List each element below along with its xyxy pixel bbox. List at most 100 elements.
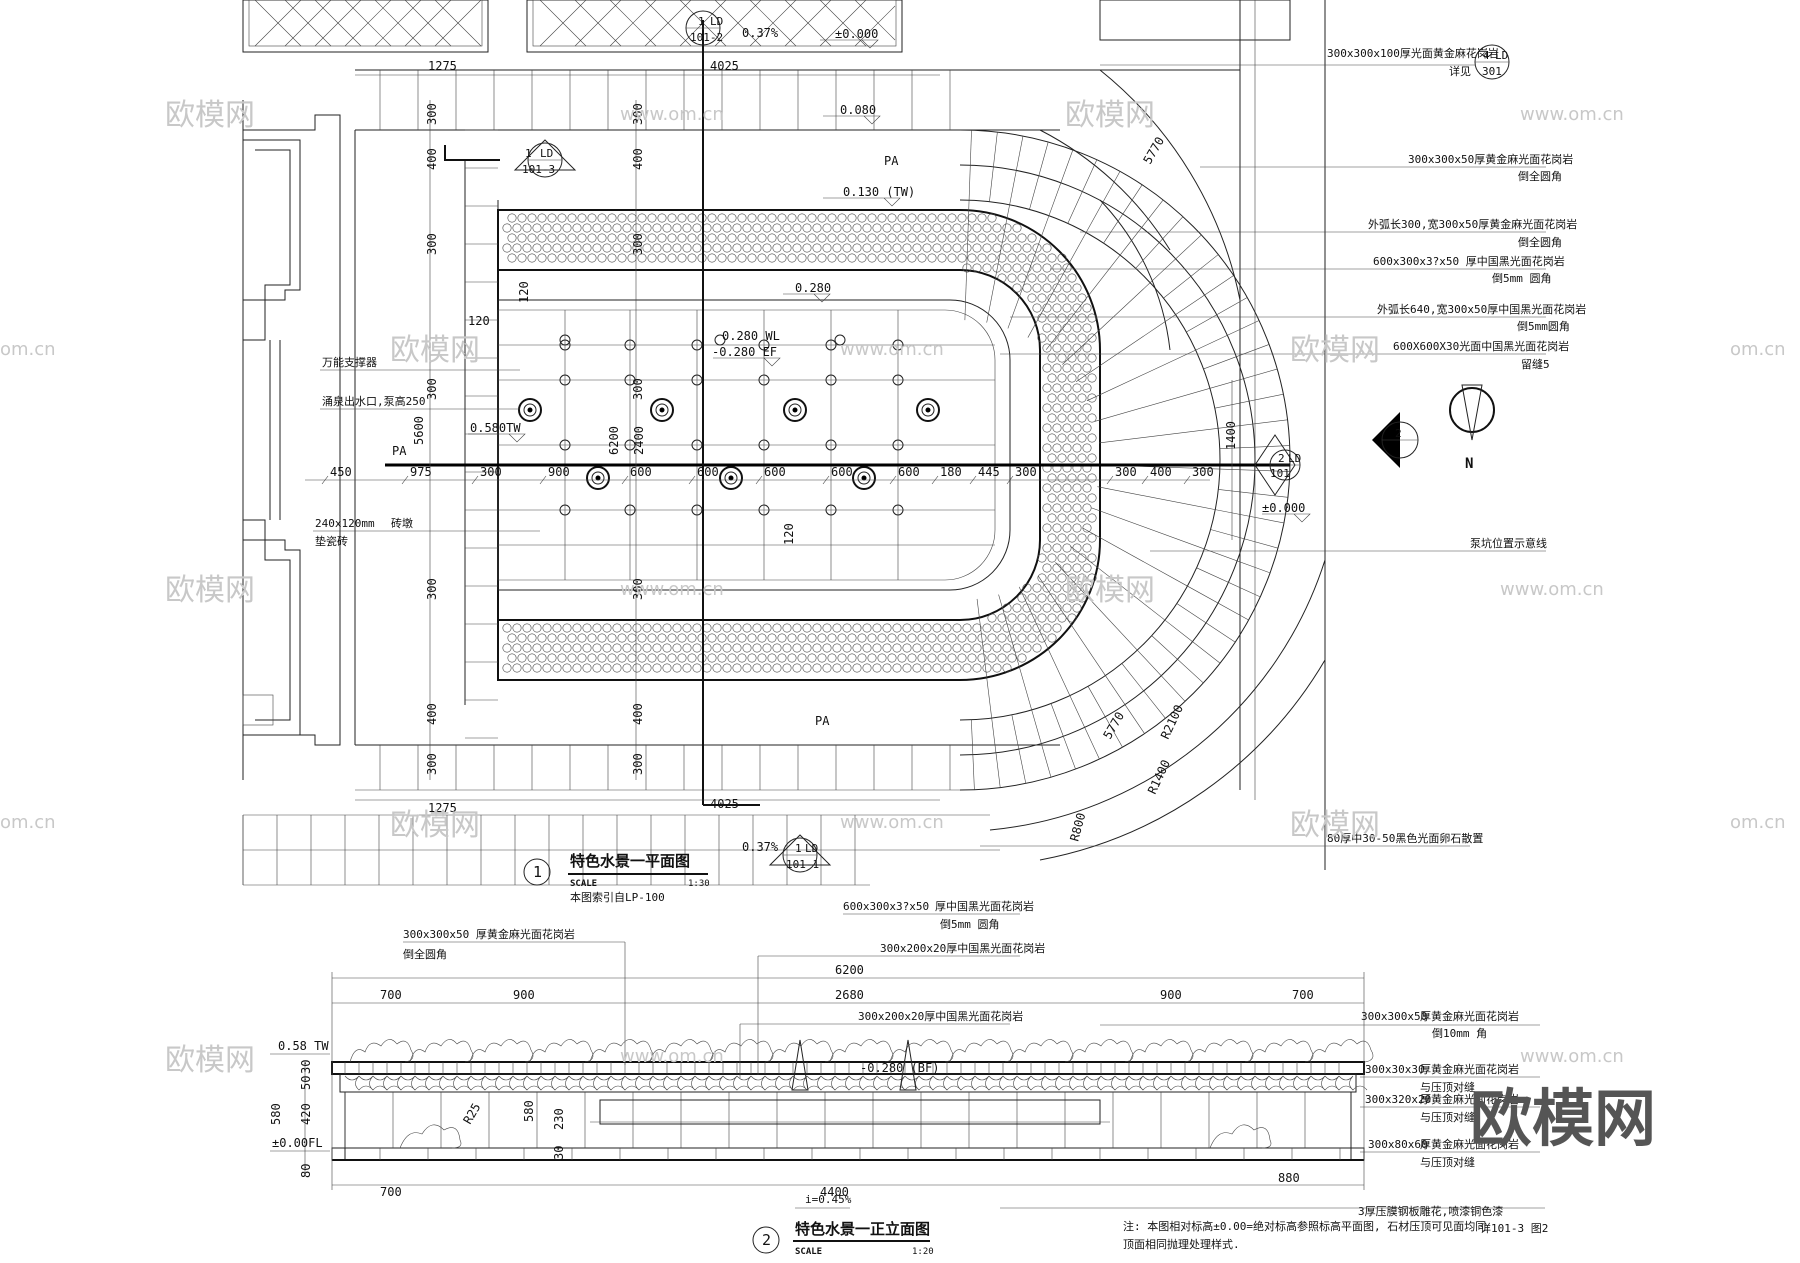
pebble — [912, 663, 922, 673]
pebble — [1052, 543, 1062, 553]
svg-text:300x300x50 厚黄金麻光面花岗岩: 300x300x50 厚黄金麻光面花岗岩 — [403, 927, 575, 941]
dim-tick — [969, 475, 977, 485]
level-tw-580: 0.580TW — [470, 421, 521, 435]
pebble — [1022, 283, 1032, 293]
ornament — [344, 1075, 374, 1091]
pebble — [517, 253, 527, 263]
paving-joint — [964, 200, 970, 321]
pebble — [652, 623, 662, 633]
pebble — [1042, 583, 1052, 593]
pebble — [607, 213, 617, 223]
dim-vertical-overall: 5600 — [412, 416, 426, 445]
pebble — [972, 643, 982, 653]
level-pool-280: 0.280 — [795, 281, 831, 295]
pebble — [912, 223, 922, 233]
paving-joint — [1082, 527, 1188, 587]
support-circle — [559, 339, 571, 351]
pebble — [1032, 643, 1042, 653]
svg-text:5770: 5770 — [1140, 134, 1167, 166]
pebble — [872, 623, 882, 633]
paving-joint — [1218, 489, 1288, 498]
svg-text:倒5mm 圆角: 倒5mm 圆角 — [1492, 272, 1552, 285]
paving-joint — [1038, 575, 1106, 676]
pebble — [1042, 243, 1052, 253]
pebble — [1057, 293, 1067, 303]
pebble — [1057, 433, 1067, 443]
pebble — [502, 643, 512, 653]
pebble — [1077, 533, 1087, 543]
pebble — [552, 643, 562, 653]
level-top-zero: ±0.000 — [835, 27, 878, 41]
paving-joint — [1196, 567, 1261, 598]
svg-text:注: 本图相对标高±0.00=绝对标高参照标高平面图, 石材: 注: 本图相对标高±0.00=绝对标高参照标高平面图, 石材压顶可见面均同 — [1123, 1219, 1486, 1233]
pebble — [652, 663, 662, 673]
fountain-jets — [518, 398, 940, 490]
ornament — [792, 1075, 822, 1091]
pebble — [667, 633, 677, 643]
pebble — [867, 213, 877, 223]
svg-text:1: 1 — [533, 863, 542, 881]
pebble — [832, 643, 842, 653]
pebble — [692, 663, 702, 673]
plant-icon — [769, 1039, 834, 1063]
svg-text:LD: LD — [1495, 49, 1508, 62]
pebble — [1032, 603, 1042, 613]
pebble — [1017, 253, 1027, 263]
pebble — [702, 243, 712, 253]
pebble — [792, 623, 802, 633]
pebble — [627, 633, 637, 643]
pebble — [792, 643, 802, 653]
pebble — [1012, 243, 1022, 253]
pebble — [617, 253, 627, 263]
pebble — [1087, 373, 1097, 383]
pebble — [702, 223, 712, 233]
fountain-jet-core — [861, 475, 867, 481]
elev-dim-overall: 6200 — [835, 963, 864, 977]
shrub-icon — [1209, 1124, 1272, 1149]
ornament — [736, 1075, 766, 1091]
label-pa-top: PA — [884, 154, 899, 168]
pebble — [777, 253, 787, 263]
svg-text:倒全圆角: 倒全圆角 — [1518, 235, 1562, 249]
pebble — [1072, 483, 1082, 493]
paving-joint — [1175, 275, 1234, 315]
svg-text:1: 1 — [795, 842, 802, 855]
pebble — [1067, 453, 1077, 463]
pebble — [1057, 313, 1067, 323]
dim-horizontal: 600 — [898, 465, 920, 479]
svg-text:www.om.cn: www.om.cn — [620, 104, 724, 125]
pebble — [632, 223, 642, 233]
dim-tick — [822, 475, 830, 485]
plant-icon — [469, 1039, 534, 1063]
pebble — [742, 243, 752, 253]
pebble — [602, 663, 612, 673]
pebble — [692, 643, 702, 653]
shrub-icon — [399, 1124, 462, 1149]
paving-joint — [1176, 603, 1236, 643]
pebble — [822, 623, 832, 633]
pebble — [1087, 353, 1097, 363]
pebble — [637, 253, 647, 263]
pebble — [1027, 293, 1037, 303]
paving-joint — [1018, 586, 1071, 696]
level-bottom-slope: 0.37% — [742, 840, 779, 854]
pebble — [802, 643, 812, 653]
pebble — [967, 633, 977, 643]
pebble — [722, 223, 732, 233]
pebble — [1017, 613, 1027, 623]
svg-text:SCALE: SCALE — [795, 1247, 822, 1257]
pebble — [712, 643, 722, 653]
pebble — [827, 233, 837, 243]
pebble — [587, 633, 597, 643]
pebble — [772, 243, 782, 253]
pebble — [1087, 313, 1097, 323]
pebble — [522, 223, 532, 233]
pebble — [877, 253, 887, 263]
pebble — [1007, 653, 1017, 663]
pebble — [1022, 263, 1032, 273]
pebble — [577, 633, 587, 643]
pebble — [772, 623, 782, 633]
pebble — [1047, 533, 1057, 543]
pebble — [1027, 633, 1037, 643]
pebble — [1077, 393, 1087, 403]
